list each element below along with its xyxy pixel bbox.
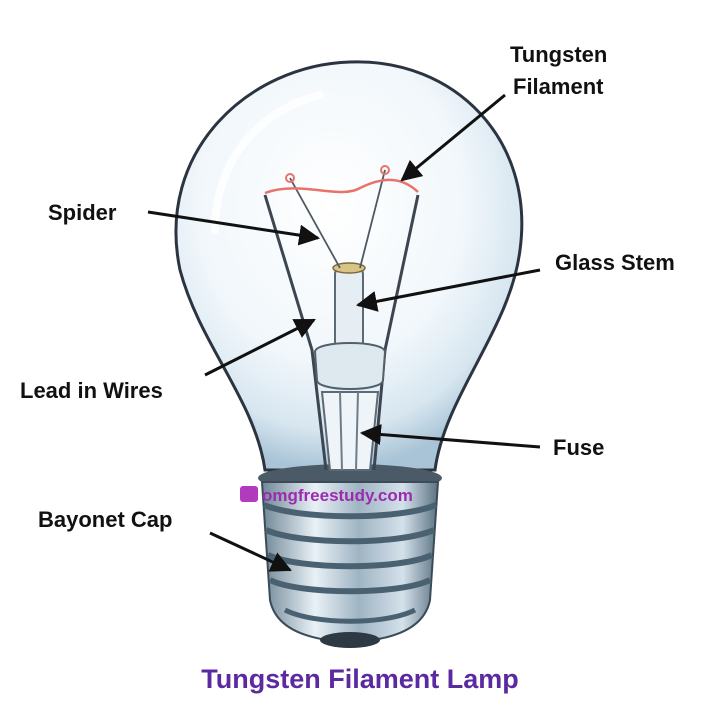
watermark-logo-icon <box>240 486 258 502</box>
label-bayonet-cap: Bayonet Cap <box>38 507 172 532</box>
label-glass-stem: Glass Stem <box>555 250 675 275</box>
arrow-lead-in-wires <box>204 318 316 377</box>
label-tungsten-filament-line2: Filament <box>513 74 604 99</box>
arrow-fuse <box>359 424 541 449</box>
arrow-tungsten-filament <box>400 93 506 182</box>
watermark: omgfreestudy.com <box>240 486 413 505</box>
label-lead-in-wires: Lead in Wires <box>20 378 163 403</box>
label-spider: Spider <box>48 200 117 225</box>
tungsten-filament-shape <box>264 178 419 195</box>
arrow-spider <box>147 210 321 246</box>
bayonet-cap-shape <box>260 481 440 648</box>
label-tungsten-filament-line1: Tungsten <box>510 42 607 67</box>
label-fuse: Fuse <box>553 435 604 460</box>
watermark-text: omgfreestudy.com <box>262 486 413 505</box>
arrow-bayonet-cap <box>209 531 292 572</box>
arrows <box>147 93 541 572</box>
arrow-glass-stem <box>355 268 541 312</box>
glass-stem-shape <box>313 262 387 471</box>
glass-highlight <box>211 91 324 234</box>
diagram-title: Tungsten Filament Lamp <box>201 664 519 694</box>
spider-shape <box>289 169 386 269</box>
